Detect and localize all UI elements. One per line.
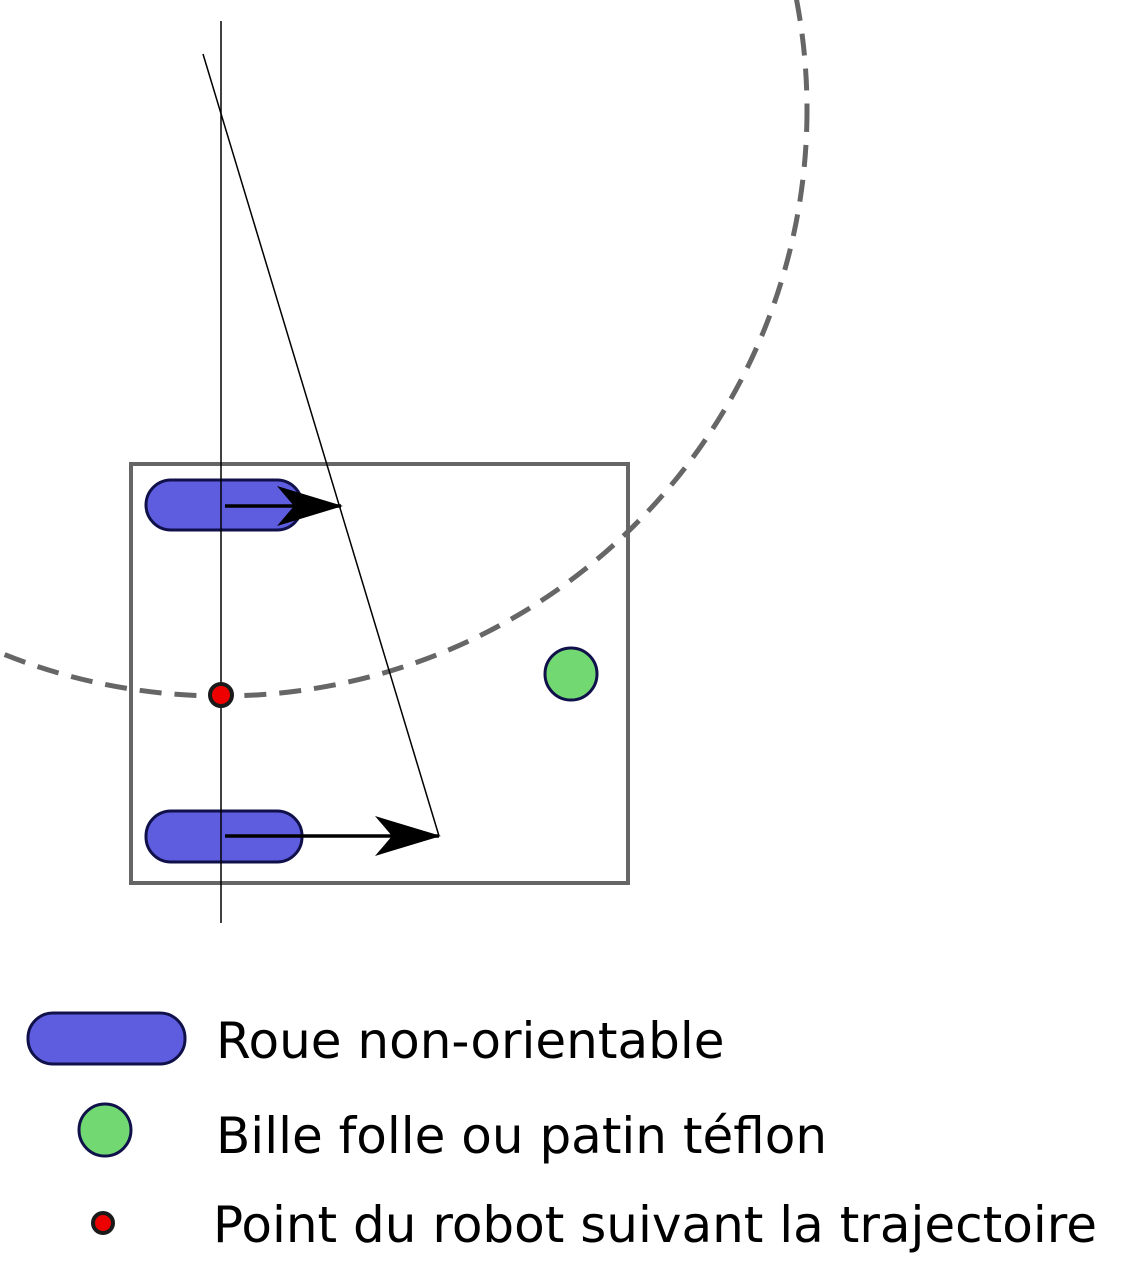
- velocity-profile-line: [202, 53, 440, 837]
- legend-caster-swatch: [77, 1102, 133, 1158]
- legend-caster-label: Bille folle ou patin téflon: [216, 1107, 827, 1165]
- caster-ball: [543, 646, 599, 702]
- robot-chassis: [129, 462, 630, 885]
- legend-point-label: Point du robot suivant la trajectoire: [213, 1196, 1097, 1254]
- legend-wheel-swatch: [26, 1011, 187, 1066]
- legend-wheel-label: Roue non-orientable: [216, 1012, 725, 1070]
- legend-point-swatch: [91, 1211, 115, 1235]
- tracking-point: [208, 682, 234, 708]
- trajectory-circle: [0, 0, 810, 699]
- legend: Roue non-orientable Bille folle ou patin…: [26, 1011, 1097, 1254]
